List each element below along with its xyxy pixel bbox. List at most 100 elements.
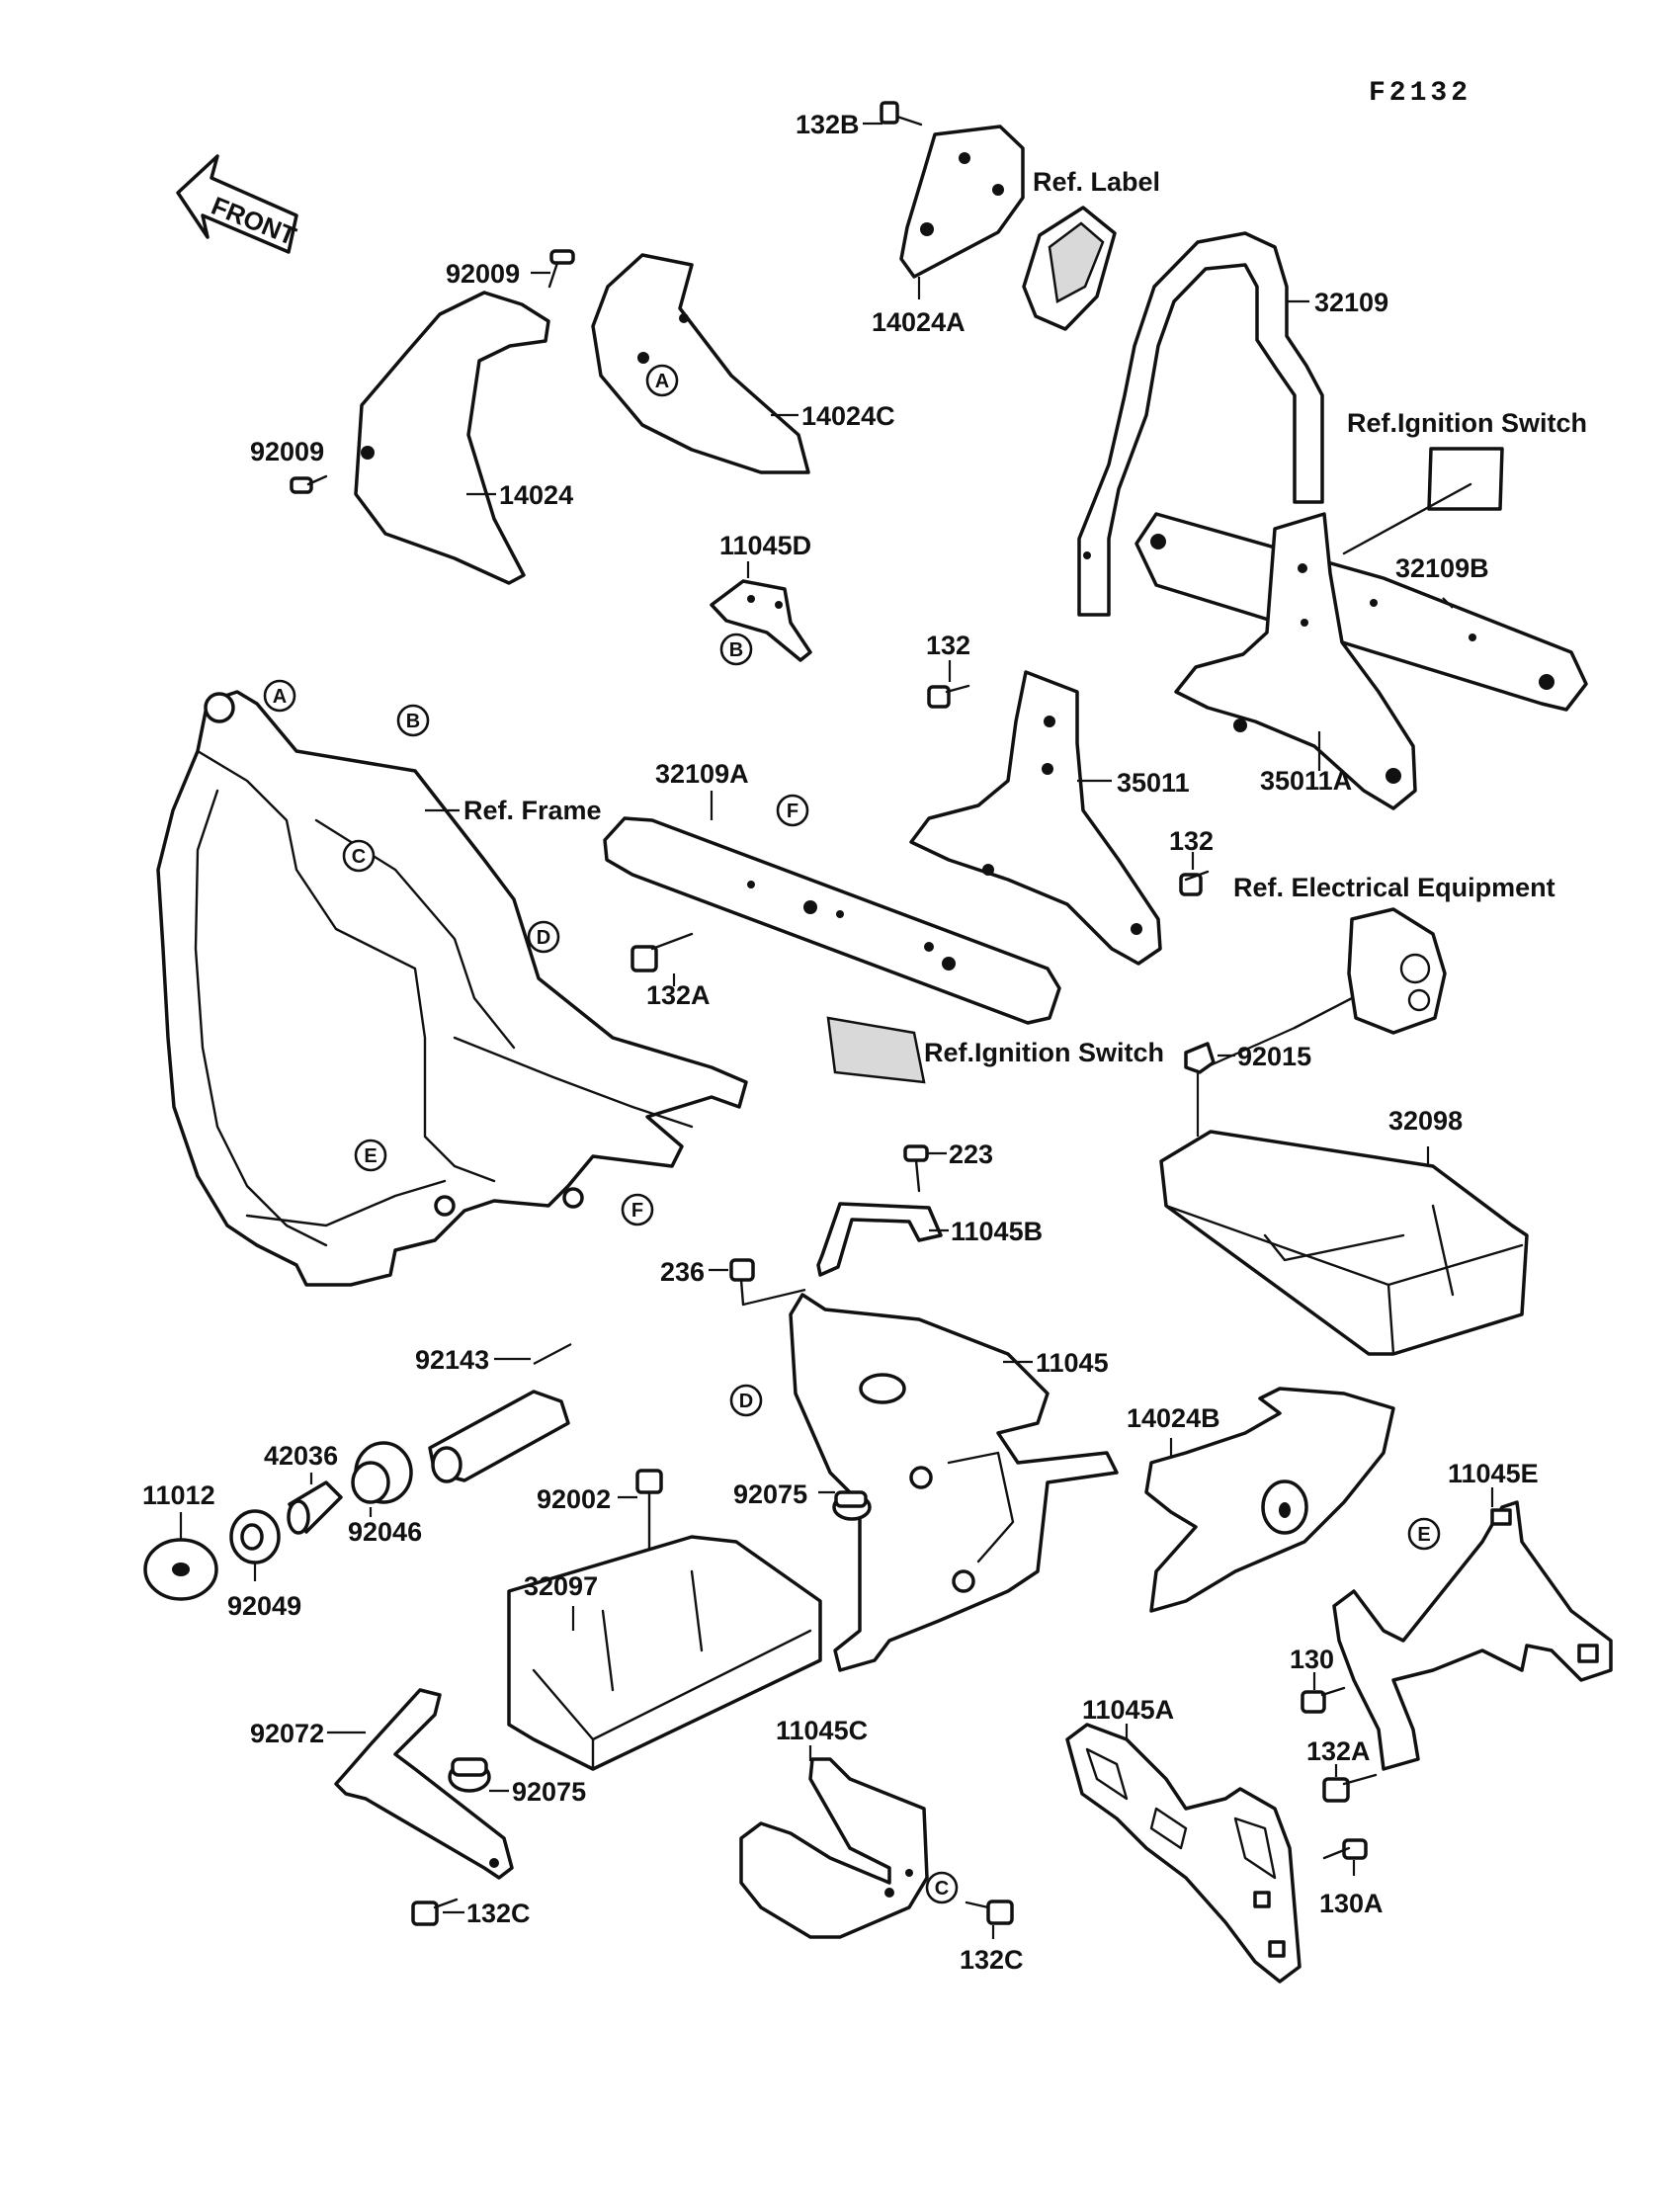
- label-32098: 32098: [1388, 1106, 1463, 1136]
- label-132-a: 132: [926, 631, 970, 660]
- sideplate-35011A: [1174, 512, 1417, 810]
- label-32109: 32109: [1314, 288, 1388, 317]
- ref-label-text: Ref. Label: [1033, 167, 1160, 197]
- bracket-11045C: [739, 1757, 929, 1939]
- bolt-132A-right: [1322, 1773, 1378, 1803]
- label-11045C: 11045C: [776, 1716, 868, 1745]
- svg-text:B: B: [729, 639, 743, 661]
- ref-label-part: [1022, 206, 1117, 331]
- label-92143: 92143: [415, 1345, 489, 1375]
- bolt-130A: [1322, 1838, 1368, 1860]
- callout-a1: A: [645, 364, 679, 397]
- front-arrow: FRONT: [176, 154, 300, 254]
- label-11012: 11012: [142, 1480, 215, 1510]
- figure-code: F2132: [1369, 78, 1471, 109]
- label-32109A: 32109A: [655, 759, 749, 789]
- svg-text:D: D: [537, 927, 550, 949]
- bolt-223: [903, 1144, 929, 1193]
- label-92009-top: 92009: [446, 259, 520, 289]
- label-14024: 14024: [499, 480, 573, 510]
- bolt-132C-left: [411, 1898, 459, 1926]
- bracket-11045B: [816, 1202, 943, 1277]
- bolt-132-a: [927, 684, 970, 709]
- label-32097: 32097: [524, 1571, 598, 1601]
- bracket-11045D: [710, 579, 812, 662]
- label-35011A: 35011A: [1260, 766, 1352, 796]
- seal-92049: [229, 1509, 281, 1564]
- label-223: 223: [949, 1140, 993, 1169]
- cover-14024A: [899, 125, 1025, 279]
- nut-92015: [1184, 1042, 1216, 1137]
- ref-ignition-switch-top-text: Ref.Ignition Switch: [1347, 408, 1587, 438]
- label-11045B: 11045B: [951, 1217, 1043, 1246]
- leader-electrical-link: [1205, 1026, 1296, 1069]
- ref-frame-text: Ref. Frame: [463, 796, 602, 825]
- label-92072: 92072: [250, 1719, 324, 1748]
- bolt-92009-left: [290, 474, 328, 494]
- callout-d1: D: [527, 920, 560, 954]
- callout-f2: F: [621, 1193, 654, 1226]
- leader-32109B: [1442, 597, 1454, 609]
- bolt-132C-right: [965, 1900, 1014, 1925]
- ref-ignition-switch-mid-text: Ref.Ignition Switch: [924, 1038, 1164, 1067]
- bearing-92046: [351, 1441, 413, 1504]
- grommet-92075-mid: [832, 1490, 872, 1521]
- grommet-92075-low: [448, 1757, 491, 1793]
- svg-text:C: C: [935, 1878, 949, 1900]
- label-132A-mid: 132A: [646, 980, 711, 1010]
- backrest-32109: [1077, 231, 1324, 617]
- label-14024C: 14024C: [801, 401, 895, 431]
- label-132C-right: 132C: [960, 1945, 1024, 1975]
- battery-box-32097: [507, 1535, 822, 1771]
- collar-42036: [287, 1480, 343, 1535]
- label-42036: 42036: [264, 1441, 338, 1471]
- cap-11012: [143, 1538, 218, 1601]
- bolt-130: [1301, 1686, 1346, 1714]
- callout-b2: B: [396, 704, 430, 737]
- label-92002: 92002: [537, 1484, 611, 1514]
- battery-case-32098: [1159, 1130, 1529, 1356]
- bolt-92009-top: [547, 249, 575, 289]
- callout-b1: B: [719, 633, 753, 666]
- callout-a2: A: [263, 679, 296, 713]
- callout-c1: C: [342, 839, 376, 873]
- ref-ignition-switch-top-part: [1342, 447, 1504, 555]
- callout-f1: F: [776, 794, 809, 827]
- label-130A: 130A: [1319, 1889, 1384, 1918]
- callout-e1: E: [354, 1139, 387, 1172]
- svg-text:A: A: [655, 371, 669, 392]
- ref-electrical-equipment-text: Ref. Electrical Equipment: [1233, 873, 1555, 902]
- label-14024A: 14024A: [872, 307, 966, 337]
- label-132C-left: 132C: [466, 1899, 531, 1928]
- bracket-92072: [334, 1688, 514, 1880]
- label-14024B: 14024B: [1127, 1403, 1220, 1433]
- bolt-132A-mid: [630, 932, 694, 972]
- label-130: 130: [1290, 1645, 1334, 1674]
- svg-text:F: F: [631, 1200, 643, 1222]
- ref-electrical-equipment-part: [1293, 907, 1447, 1035]
- label-92009-left: 92009: [250, 437, 324, 466]
- label-92049: 92049: [227, 1591, 301, 1621]
- svg-text:F: F: [787, 801, 798, 822]
- bracket-11045A: [1065, 1723, 1302, 1984]
- label-32109B: 32109B: [1395, 553, 1489, 583]
- svg-text:C: C: [352, 846, 366, 868]
- bracket-11045: [789, 1293, 1119, 1672]
- label-132-b: 132: [1169, 826, 1214, 856]
- bar-32109A: [603, 816, 1061, 1025]
- label-35011: 35011: [1117, 768, 1190, 798]
- label-92075-low: 92075: [512, 1777, 586, 1807]
- spacer-92143: [428, 1343, 572, 1483]
- ref-ignition-switch-mid-part: [826, 1016, 926, 1084]
- label-92075-mid: 92075: [733, 1479, 807, 1509]
- sideplate-35011: [909, 670, 1162, 966]
- bolt-236: [729, 1258, 806, 1307]
- svg-text:D: D: [739, 1391, 753, 1412]
- label-92046: 92046: [348, 1517, 422, 1547]
- svg-text:E: E: [1417, 1524, 1430, 1546]
- svg-text:B: B: [406, 711, 420, 732]
- bolt-132-b: [1179, 870, 1210, 896]
- cover-14024B: [1144, 1387, 1395, 1613]
- callout-e2: E: [1407, 1517, 1441, 1551]
